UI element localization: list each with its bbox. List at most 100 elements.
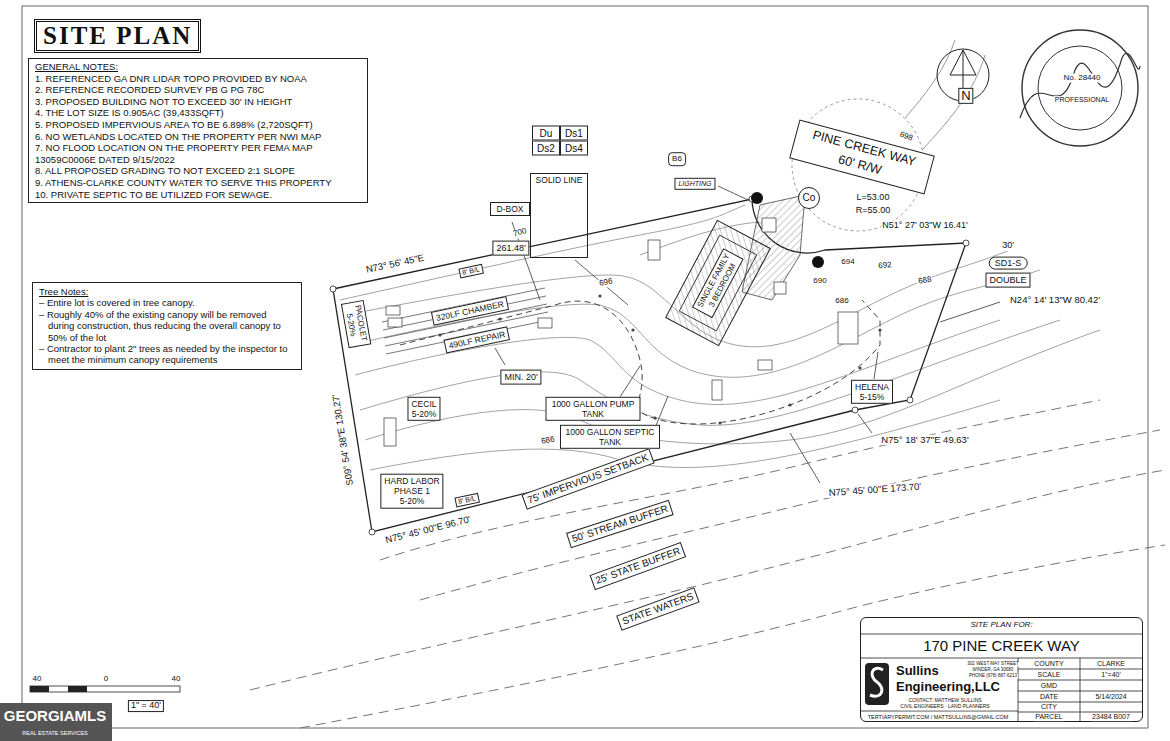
plan-label: 8' B/L: [454, 493, 479, 507]
plan-label: 23484 B007: [1091, 713, 1131, 721]
plan-label: 5/14/2024: [1094, 693, 1127, 701]
drawing-path: [420, 430, 1160, 600]
drawing-rect: [712, 380, 722, 400]
drawing-rect: [68, 686, 87, 692]
plan-label: 688: [917, 275, 934, 286]
plan-label: DATE: [1039, 693, 1059, 701]
contour-lines: [340, 205, 1100, 470]
house-footprint: [666, 220, 771, 345]
soil-tag: DOUBLE: [985, 273, 1030, 288]
plan-label: PARCEL: [1034, 713, 1064, 721]
drawing-circle: [878, 328, 881, 331]
node-text: 1000 GALLON PUMP TANK: [550, 399, 637, 419]
drawing-circle: [498, 317, 501, 320]
node-text: 2. REFERENCE RECORDED SURVEY PB G PG 78C: [35, 84, 361, 96]
drawing-line: [1018, 680, 1142, 681]
plan-label: S09° 54' 38"E 130.27': [330, 393, 355, 488]
node-text: Ds2: [537, 142, 555, 154]
drawing-circle: [1022, 30, 1138, 146]
drawing-line: [655, 396, 668, 428]
drawing-line: [861, 658, 1142, 659]
drawing-path: [300, 545, 1165, 728]
sheet-frame: [22, 6, 1148, 728]
node-text: – Contractor to plant 2" trees as needed…: [39, 343, 295, 366]
house-outline: [679, 235, 756, 331]
drawing-path: [355, 320, 1000, 405]
plan-label: N: [958, 88, 973, 104]
drawing-rect: [838, 312, 858, 344]
property-line: [333, 199, 966, 532]
drawing-path: [1020, 53, 1140, 118]
buffer-label: 50' STREAM BUFFER: [566, 500, 674, 549]
node-text: SITE PLAN FOR:: [861, 618, 1142, 632]
node-text: 5-15%: [855, 392, 889, 402]
node-text: 6. NO WETLANDS LOCATED ON THE PROPERTY P…: [35, 131, 361, 143]
drawing-rect: [30, 686, 49, 692]
soil-label: HELENA5-15%: [851, 380, 893, 404]
node-text: 3. PROPOSED BUILDING NOT TO EXCEED 30' I…: [35, 96, 361, 108]
notes-heading: GENERAL NOTES:: [35, 61, 361, 73]
node-text: Du: [540, 127, 553, 139]
detail-tag: Ds2: [532, 141, 560, 156]
plan-label: 698: [897, 130, 914, 144]
drawing-line: [575, 260, 628, 305]
node-text: 1. REFERENCED GA DNR LIDAR TOPO PROVIDED…: [35, 73, 361, 85]
plan-label: N75° 18' 37"E 49.63': [880, 435, 969, 445]
plan-label: WINDER, GA 30680: [972, 668, 1015, 673]
buffer-label: 25' STATE BUFFER: [590, 542, 687, 590]
plan-label: N73° 56' 45"E: [364, 253, 426, 276]
tank-label: 1000 GALLON PUMP TANK: [546, 397, 641, 421]
drawing-circle: [858, 366, 861, 369]
node-text: 261.48': [496, 243, 525, 254]
drawing-rect: [384, 418, 396, 446]
node-text: 5. PROPOSED IMPERVIOUS AREA TO BE 6.898%…: [35, 119, 361, 131]
drawing-rect: [388, 318, 402, 327]
drawing-circle: [852, 407, 858, 413]
stream-lines: [250, 400, 1165, 728]
field-label: 320LF CHAMBER: [431, 296, 509, 326]
dimension-box: MIN. 20': [500, 370, 541, 385]
drawing-rect: [762, 218, 776, 232]
node-text: – Entire lot is covered in tree canopy.: [39, 297, 295, 308]
field-label: 490LF REPAIR: [443, 326, 510, 354]
plan-label: CLARKE: [1096, 660, 1126, 668]
drawing-line: [386, 320, 549, 354]
soil-label: HARD LABORPHASE 15-20%: [380, 474, 443, 509]
plan-label: COUNTY: [1033, 660, 1065, 668]
drawing-rect: [386, 306, 400, 315]
plan-label: 696: [598, 277, 615, 288]
node-text: Ds4: [565, 142, 583, 154]
drawing-circle: [788, 403, 791, 406]
tree-notes: Tree Notes:– Entire lot is covered in tr…: [32, 282, 302, 370]
drawing-line: [495, 348, 505, 365]
soil-label: PACOLET5-20%: [341, 300, 372, 348]
plan-label: GEORGIAMLS: [3, 708, 108, 725]
property-corners: [330, 196, 969, 535]
plan-label: SCALE: [1037, 671, 1062, 679]
cleanout-circle: Co: [798, 187, 820, 209]
plan-label: PROFESSIONAL: [1054, 96, 1110, 104]
company-logo: [865, 663, 889, 705]
watermark-band: [0, 703, 112, 741]
leader-lines: [495, 186, 1000, 483]
plan-label: 1" = 40': [128, 700, 164, 712]
plan-label: 8' B/L: [458, 264, 483, 278]
node-text: PHASE 1: [384, 486, 439, 496]
plan-label: TERTIARYPERMIT.COM / MATTSULLINS@GMAIL.C…: [867, 713, 1010, 719]
buffer-label: STATE WATERS: [616, 587, 700, 630]
drawing-line: [1018, 669, 1142, 670]
node-text: 75' IMPERVIOUS SETBACK: [526, 451, 650, 506]
notes-heading: Tree Notes:: [39, 286, 295, 297]
drawing-line: [858, 414, 872, 433]
plan-label: 302 WEST MAY STREET: [966, 662, 1019, 667]
node-text: 320LF CHAMBER: [435, 299, 505, 323]
node-text: 5-20%: [411, 409, 436, 419]
node-text: 5-20%: [384, 496, 439, 506]
drawing-rect: [30, 686, 180, 692]
general-notes: GENERAL NOTES:1. REFERENCED GA DNR LIDAR…: [28, 58, 368, 203]
drawing-circle: [653, 416, 656, 419]
node-text: MIN. 20': [504, 372, 537, 383]
drawing-circle: [438, 333, 441, 336]
plan-label: 40: [32, 675, 43, 684]
drawing-rect: [648, 240, 660, 260]
